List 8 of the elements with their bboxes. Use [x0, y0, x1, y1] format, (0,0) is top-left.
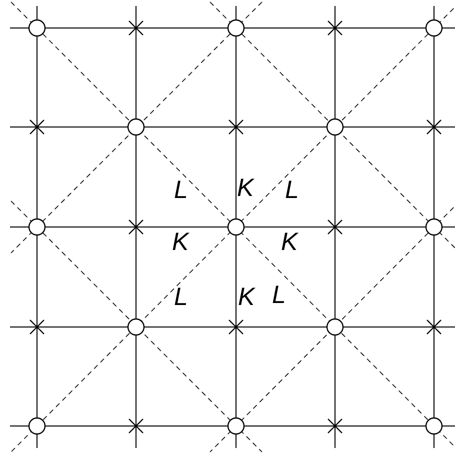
lattice-site-label: K — [281, 230, 298, 255]
lattice-site-label: L — [272, 283, 286, 308]
lattice-site-label: L — [174, 285, 188, 310]
lattice-site-label: K — [172, 230, 189, 255]
lattice-site-label: K — [237, 176, 254, 201]
lattice-site-label: L — [174, 178, 188, 203]
lattice-site-label: K — [238, 285, 255, 310]
lattice-site-label: L — [285, 178, 299, 203]
